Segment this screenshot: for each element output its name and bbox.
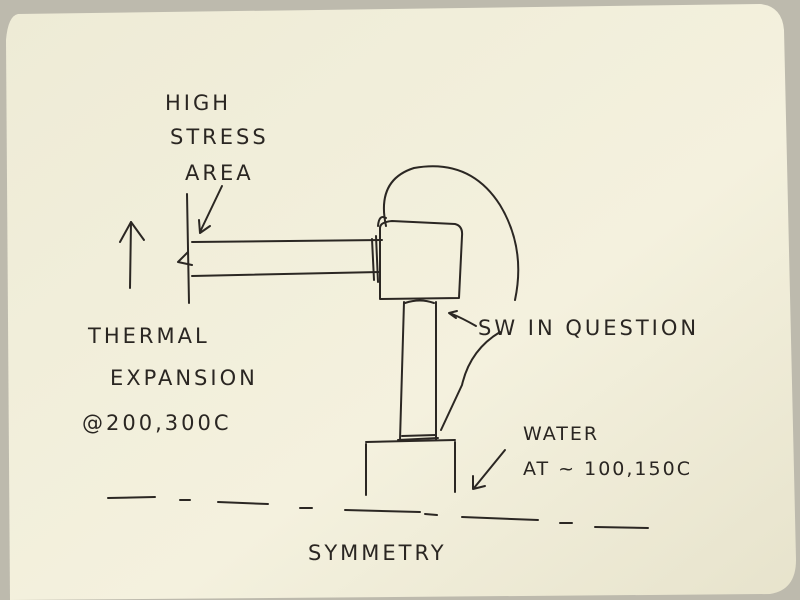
thermal-line-1: THERMAL bbox=[87, 324, 210, 348]
symmetry-label: SYMMETRY bbox=[308, 541, 447, 565]
paper-note bbox=[6, 4, 796, 600]
horizontal-pipe bbox=[191, 239, 383, 277]
water-line-2: AT ~ 100,150C bbox=[523, 458, 692, 480]
sw-pointer-arrow bbox=[440, 310, 501, 431]
water-pointer-arrow bbox=[472, 449, 506, 490]
elbow-fitting bbox=[371, 216, 464, 300]
hanger-loop bbox=[382, 165, 520, 301]
water-nozzle bbox=[365, 439, 456, 496]
high-stress-label: HIGH STRESS AREA bbox=[165, 91, 269, 185]
weld-notch bbox=[177, 251, 193, 266]
thermal-expansion-label: THERMAL EXPANSION @200,300C bbox=[82, 324, 258, 435]
thermal-line-3: @200,300C bbox=[82, 411, 232, 435]
thermal-line-2: EXPANSION bbox=[110, 366, 258, 390]
water-label: WATER AT ~ 100,150C bbox=[523, 423, 692, 480]
vertical-pipe bbox=[399, 299, 437, 441]
thermal-expansion-arrow bbox=[119, 221, 145, 289]
high-stress-line-3: AREA bbox=[185, 161, 254, 185]
wall-line bbox=[186, 193, 190, 304]
symmetry-line bbox=[107, 496, 649, 529]
stress-pointer-arrow bbox=[198, 185, 223, 234]
high-stress-line-1: HIGH bbox=[165, 91, 231, 115]
high-stress-line-2: STRESS bbox=[170, 125, 269, 149]
socket-weld bbox=[397, 434, 439, 441]
water-line-1: WATER bbox=[523, 423, 599, 445]
sw-in-question-label: SW IN QUESTION bbox=[478, 316, 699, 340]
